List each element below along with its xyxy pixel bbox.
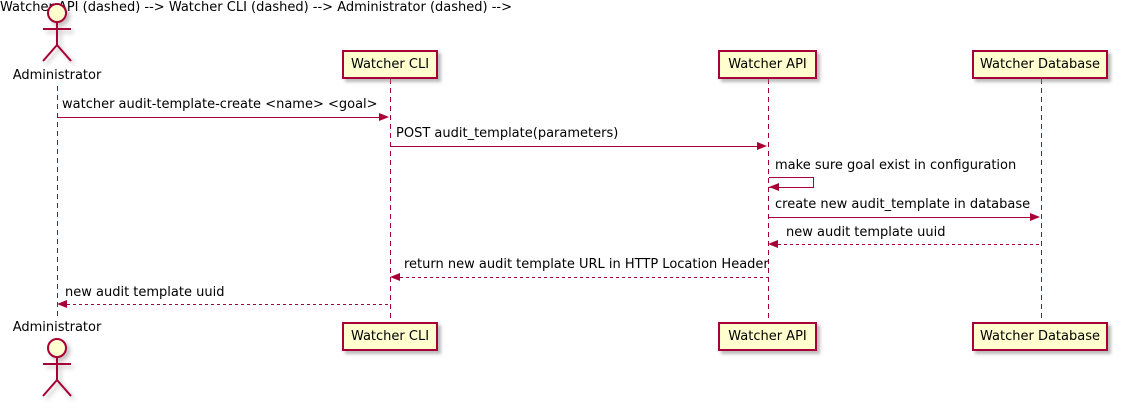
actor-icon bbox=[42, 3, 72, 62]
message-label: watcher audit-template-create <name> <go… bbox=[62, 97, 378, 112]
actor-icon bbox=[42, 338, 72, 397]
lifeline-watcher-cli bbox=[390, 79, 391, 322]
participant-watcher-cli-top: Watcher CLI bbox=[342, 50, 438, 79]
participant-watcher-database-top: Watcher Database bbox=[972, 50, 1108, 79]
arrowhead-left-icon bbox=[769, 183, 779, 191]
message-label: new audit template uuid bbox=[786, 225, 946, 240]
message-line bbox=[390, 146, 759, 147]
participant-watcher-api-bottom: Watcher API bbox=[718, 322, 817, 351]
message-line bbox=[400, 277, 768, 278]
arrowhead-left-icon bbox=[57, 300, 67, 308]
arrowhead-right-icon bbox=[757, 142, 767, 150]
arrowhead-right-icon bbox=[379, 113, 389, 121]
actor-label-administrator-bottom: Administrator bbox=[12, 320, 102, 335]
lifeline-watcher-database bbox=[1041, 79, 1042, 322]
message-line bbox=[778, 244, 1041, 245]
arrowhead-left-icon bbox=[768, 240, 778, 248]
message-label: new audit template uuid bbox=[65, 285, 225, 300]
message-label: POST audit_template(parameters) bbox=[396, 126, 619, 141]
participant-watcher-cli-bottom: Watcher CLI bbox=[342, 322, 438, 351]
lifeline-administrator bbox=[57, 86, 58, 318]
arrowhead-left-icon bbox=[390, 273, 400, 281]
lifeline-watcher-api bbox=[768, 79, 769, 322]
participant-watcher-api-top: Watcher API bbox=[718, 50, 817, 79]
message-label: make sure goal exist in configuration bbox=[775, 158, 1017, 173]
message-label: return new audit template URL in HTTP Lo… bbox=[404, 257, 769, 272]
actor-label-administrator-top: Administrator bbox=[12, 68, 102, 83]
message-line bbox=[57, 117, 381, 118]
participant-watcher-database-bottom: Watcher Database bbox=[972, 322, 1108, 351]
message-line bbox=[67, 304, 390, 305]
self-message-loop bbox=[769, 177, 814, 188]
message-line bbox=[768, 217, 1032, 218]
message-label: create new audit_template in database bbox=[775, 197, 1031, 212]
arrowhead-right-icon bbox=[1030, 213, 1040, 221]
